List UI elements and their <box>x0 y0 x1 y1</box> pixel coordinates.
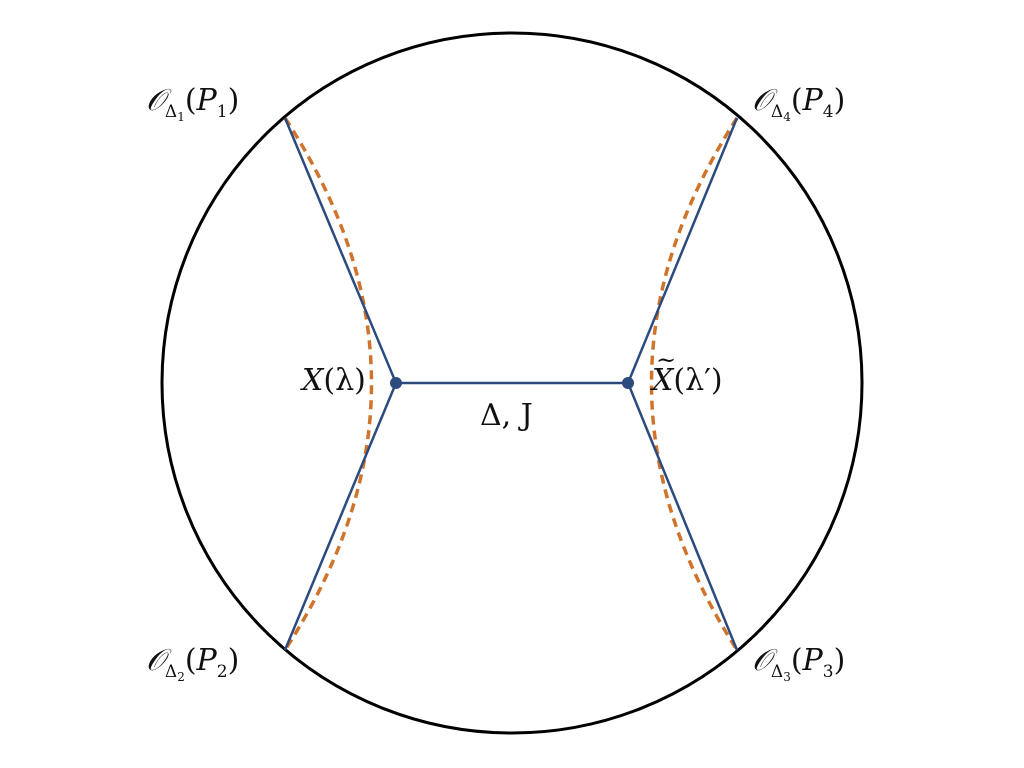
boundary-circle <box>160 31 864 735</box>
geodesic-p1-x <box>283 117 398 384</box>
vertex-x-tilde <box>622 377 634 389</box>
geodesic-p2-x <box>283 382 398 651</box>
vertex-x <box>390 377 402 389</box>
label-x-lambda: X(λ) <box>302 363 366 398</box>
label-o2: 𝒪Δ2(P2) <box>146 643 240 684</box>
label-exchange: Δ, J <box>480 398 533 433</box>
dashed-arc-left <box>283 117 374 651</box>
geodesic-p4-xt <box>626 117 739 384</box>
geodesic-p3-xt <box>626 382 739 651</box>
label-x-tilde-lambda-prime: X(λ′) <box>652 348 723 396</box>
dashed-arc-right <box>649 117 739 651</box>
label-o3: 𝒪Δ3(P3) <box>752 643 846 684</box>
label-o1: 𝒪Δ1(P1) <box>146 83 240 124</box>
label-o4: 𝒪Δ4(P4) <box>752 83 846 124</box>
